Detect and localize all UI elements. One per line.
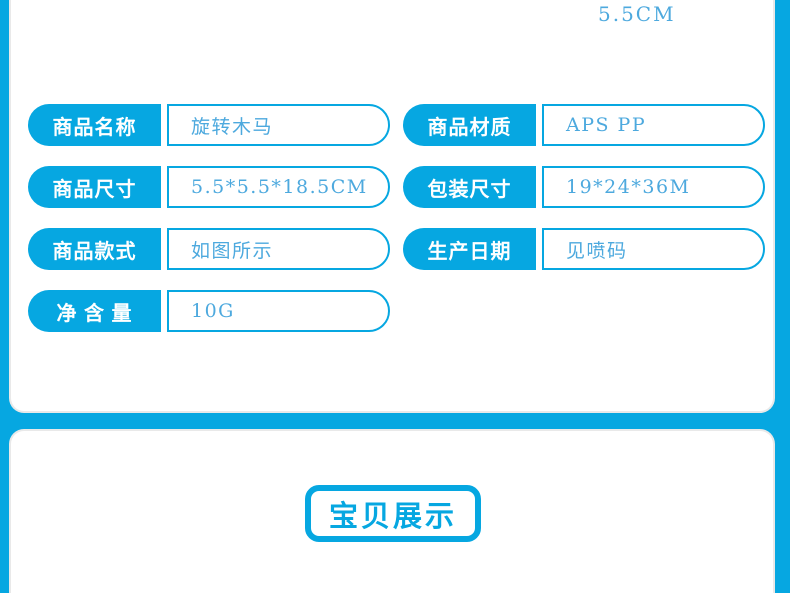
- spec-row-production-date: 生产日期 见喷码: [403, 228, 765, 270]
- spec-label: 商品款式: [28, 228, 161, 270]
- spec-row-product-style: 商品款式 如图所示: [28, 228, 390, 270]
- spec-row-net-content: 净 含 量 10G: [28, 290, 390, 332]
- dimension-annotation: 5.5CM: [598, 2, 676, 26]
- spec-value: 19*24*36M: [542, 166, 765, 208]
- spec-label: 商品材质: [403, 104, 536, 146]
- spec-value: 见喷码: [542, 228, 765, 270]
- spec-label: 包装尺寸: [403, 166, 536, 208]
- product-specs-card: 5.5CM 商品名称 旋转木马 商品尺寸 5.5*5.5*18.5CM 商品款式…: [9, 0, 775, 413]
- spec-value: 如图所示: [167, 228, 390, 270]
- product-display-card: 宝贝展示: [9, 429, 775, 593]
- spec-label: 净 含 量: [28, 290, 161, 332]
- spec-row-package-size: 包装尺寸 19*24*36M: [403, 166, 765, 208]
- spec-value: 10G: [167, 290, 390, 332]
- spec-row-product-name: 商品名称 旋转木马: [28, 104, 390, 146]
- spec-label: 商品尺寸: [28, 166, 161, 208]
- spec-row-product-size: 商品尺寸 5.5*5.5*18.5CM: [28, 166, 390, 208]
- section-title-box: 宝贝展示: [305, 485, 481, 542]
- spec-value: APS PP: [542, 104, 765, 146]
- spec-value: 5.5*5.5*18.5CM: [167, 166, 390, 208]
- spec-row-material: 商品材质 APS PP: [403, 104, 765, 146]
- spec-label: 商品名称: [28, 104, 161, 146]
- spec-value: 旋转木马: [167, 104, 390, 146]
- spec-label: 生产日期: [403, 228, 536, 270]
- section-title: 宝贝展示: [328, 500, 457, 533]
